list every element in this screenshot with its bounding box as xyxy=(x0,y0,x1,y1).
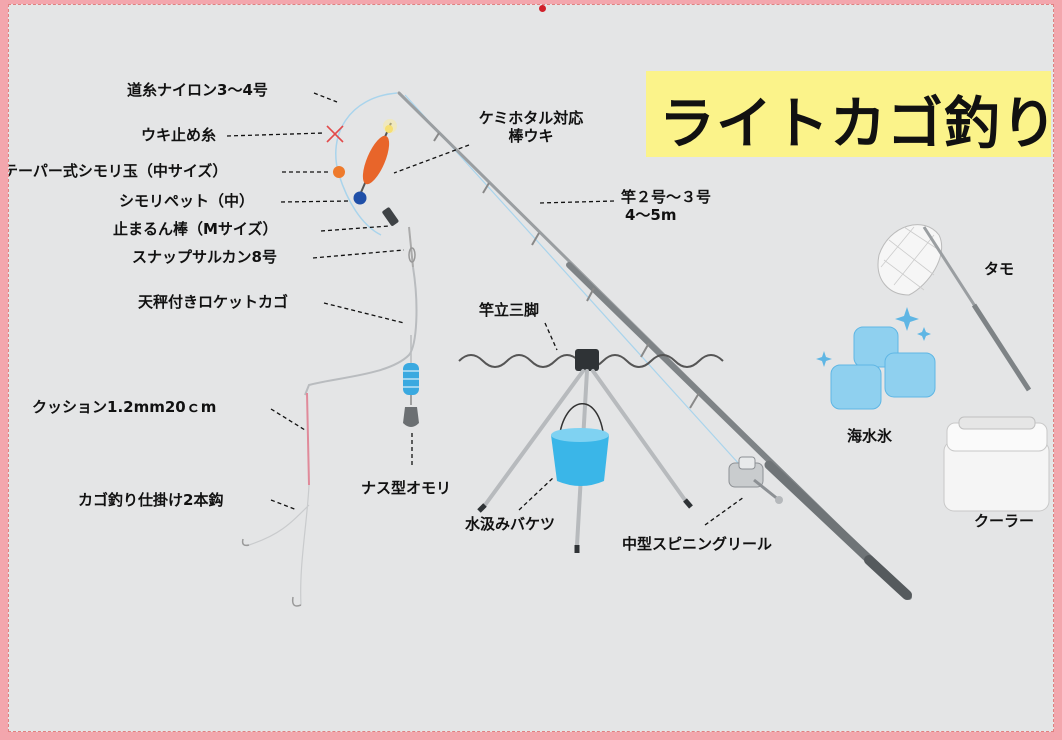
title-box xyxy=(646,71,1051,157)
label-tamo: タモ xyxy=(984,260,1015,278)
rod-icon xyxy=(397,91,912,600)
weight-icon xyxy=(403,395,419,427)
illustration xyxy=(226,91,1050,607)
label-ukidome: ウキ止め糸 xyxy=(141,126,217,144)
tenbin-wire xyxy=(304,266,418,396)
ukidome-x-icon xyxy=(326,125,344,143)
hook-icon-2 xyxy=(291,596,302,607)
label-michiito: 道糸ナイロン3〜4号 xyxy=(127,81,268,99)
label-float-line2: 棒ウキ xyxy=(508,127,554,145)
label-rod-line1: 竿２号〜３号 xyxy=(621,188,712,206)
bead-blue-icon xyxy=(353,191,367,205)
top-marker-dot xyxy=(539,5,546,12)
ice-icon xyxy=(816,307,936,410)
label-reel: 中型スピニングリール xyxy=(622,535,773,553)
diagram-canvas: ライトカゴ釣り xyxy=(8,4,1054,732)
bead-orange-icon xyxy=(333,166,345,178)
bucket-icon xyxy=(551,403,609,486)
rod-line xyxy=(404,94,750,476)
snap-icon xyxy=(408,226,416,268)
tomarunbo-icon xyxy=(382,207,399,226)
label-rod-line2: 4〜5m xyxy=(625,206,677,224)
branch-line xyxy=(248,504,310,546)
label-ice: 海水氷 xyxy=(847,427,893,445)
label-shimoridama: テーパー式シモリ玉（中サイズ） xyxy=(8,162,228,180)
label-tripod: 竿立三脚 xyxy=(479,301,540,319)
label-cushion: クッション1.2mm20ｃm xyxy=(32,398,217,416)
label-rocket: 天秤付きロケットカゴ xyxy=(138,293,289,311)
label-shikake: カゴ釣り仕掛け2本鈎 xyxy=(78,491,224,509)
float-icon xyxy=(358,119,397,198)
label-omori: ナス型オモリ xyxy=(361,479,452,497)
label-snap: スナップサルカン8号 xyxy=(132,248,277,266)
reel-icon xyxy=(728,456,783,504)
label-float-line1: ケミホタル対応 xyxy=(478,109,584,127)
label-rod: 竿２号〜３号 4〜5m xyxy=(621,188,711,224)
label-float: ケミホタル対応 棒ウキ xyxy=(461,109,601,145)
page-title: ライトカゴ釣り xyxy=(659,92,1054,157)
label-tomarunbo: 止まるん棒（Mサイズ） xyxy=(113,220,278,238)
cooler-icon xyxy=(943,416,1050,512)
label-leaders xyxy=(226,92,745,526)
label-shimoripet: シモリペット（中） xyxy=(119,192,255,210)
harris-line xyxy=(300,484,310,606)
net-icon xyxy=(877,224,1032,392)
label-cooler: クーラー xyxy=(974,512,1035,530)
basket-icon xyxy=(403,363,419,395)
cushion-line xyxy=(306,392,310,486)
label-bucket: 水汲みバケツ xyxy=(465,515,556,533)
hook-icon xyxy=(241,538,250,547)
